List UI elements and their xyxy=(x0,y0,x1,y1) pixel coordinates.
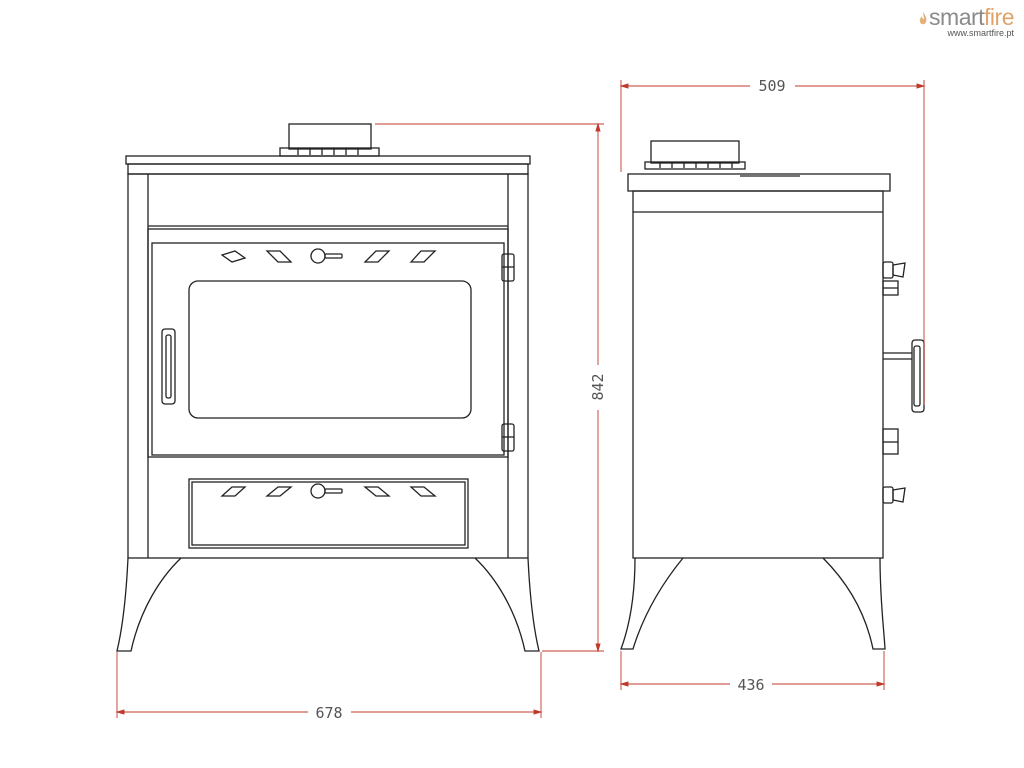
logo-website: www.smartfire.pt xyxy=(947,28,1014,38)
side-flue-collar xyxy=(644,140,746,170)
side-top-plate xyxy=(627,173,891,192)
label-front-height: 842 xyxy=(589,373,607,400)
side-body xyxy=(632,190,884,559)
front-air-control-knob-lower xyxy=(310,483,326,499)
dimension-lines xyxy=(115,80,926,718)
label-side-depth-top: 509 xyxy=(758,77,785,95)
front-door-glass xyxy=(188,280,472,419)
front-air-vents-upper xyxy=(220,248,437,264)
logo-text-fire: fire xyxy=(984,4,1014,30)
logo-text-smart: smart xyxy=(929,4,985,30)
side-legs xyxy=(620,557,886,650)
logo-wordmark: smartfire xyxy=(918,4,1014,30)
dimension-side-depth-base xyxy=(619,651,886,690)
side-view xyxy=(620,140,925,650)
label-front-width: 678 xyxy=(315,704,342,722)
dimension-side-depth-top xyxy=(619,80,926,405)
dimension-front-width xyxy=(115,652,543,718)
dimension-labels: 678 842 509 436 xyxy=(315,77,785,722)
brand-logo: smartfire www.smartfire.pt xyxy=(918,4,1014,38)
side-front-fittings xyxy=(882,261,925,504)
front-view xyxy=(116,123,540,652)
dimension-front-height xyxy=(375,122,604,653)
label-side-depth-base: 436 xyxy=(737,676,764,694)
front-door-handle xyxy=(161,328,176,405)
front-legs xyxy=(116,557,540,652)
front-ash-pan xyxy=(188,478,469,549)
front-flue-collar xyxy=(279,123,380,157)
flame-icon xyxy=(919,12,927,25)
front-air-control-knob-upper xyxy=(310,248,326,264)
front-door xyxy=(147,228,515,458)
front-top-plate xyxy=(125,155,531,175)
